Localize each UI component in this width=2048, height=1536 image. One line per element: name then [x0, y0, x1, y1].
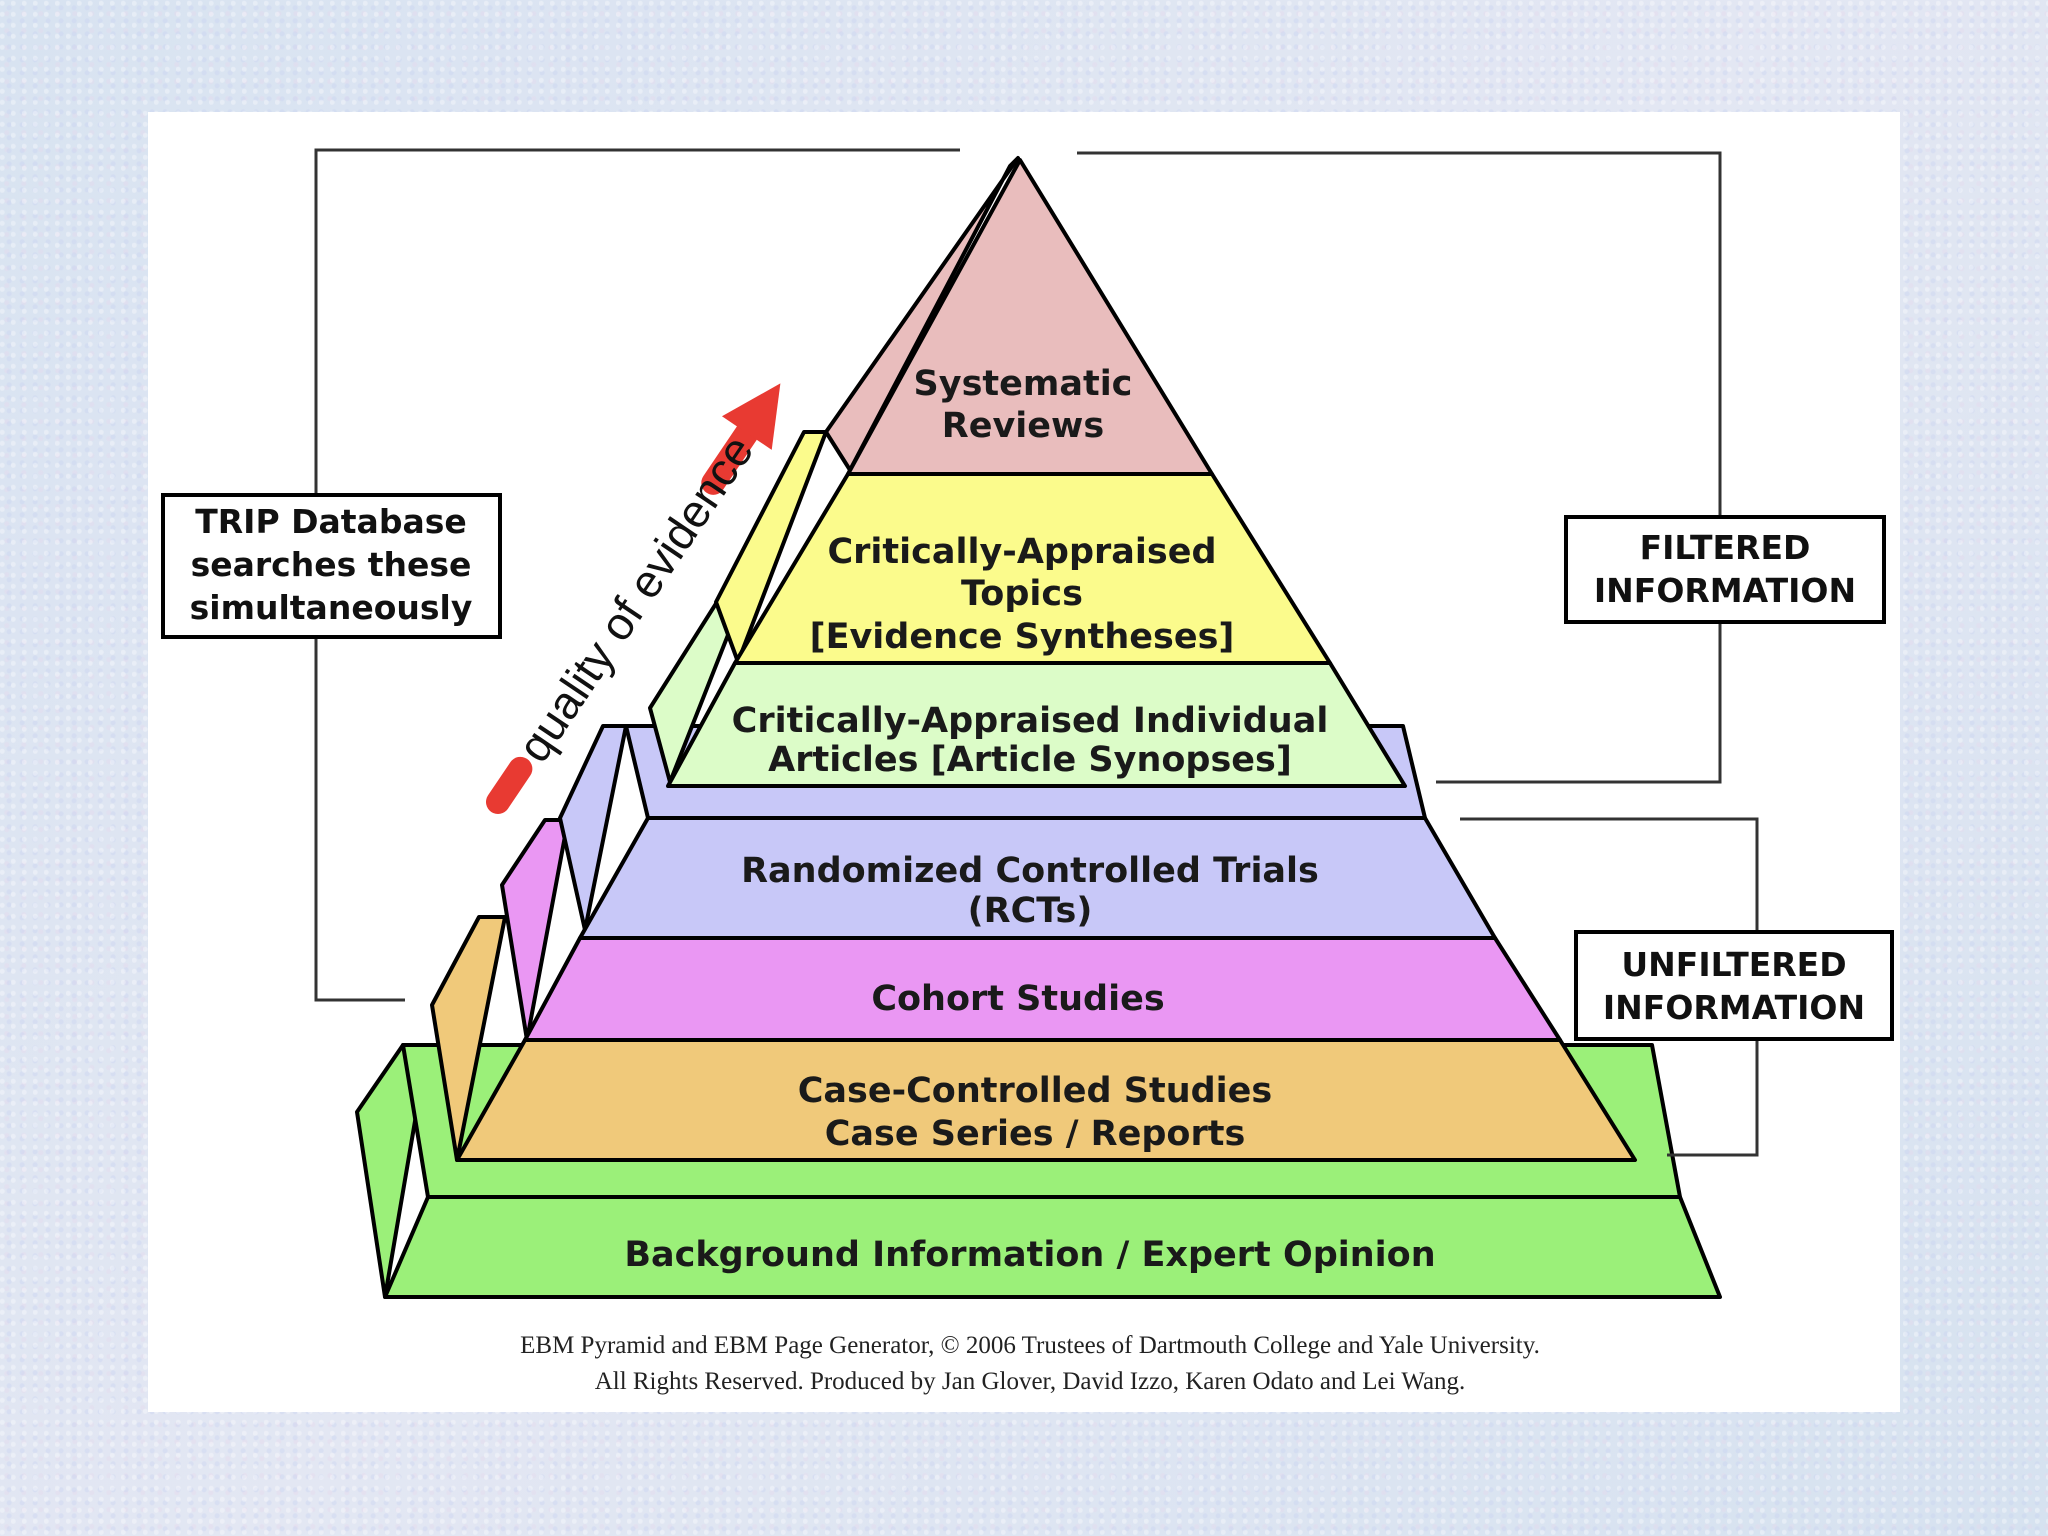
label-articles-1: Critically-Appraised Individual	[732, 701, 1329, 741]
label-case-2: Case Series / Reports	[825, 1114, 1246, 1154]
label-cohort: Cohort Studies	[871, 979, 1164, 1019]
trip-box-line-2: searches these	[191, 545, 472, 584]
label-systematic-reviews-1: Systematic	[914, 364, 1133, 404]
filtered-box-line-1: FILTERED	[1640, 528, 1811, 567]
label-rct-1: Randomized Controlled Trials	[741, 851, 1319, 891]
trip-database-box: TRIP Database searches these simultaneou…	[161, 493, 502, 639]
trip-box-line-3: simultaneously	[190, 588, 473, 627]
pyramid-front-faces	[383, 158, 1722, 1299]
arrow-head	[721, 383, 781, 450]
label-topics-3: [Evidence Syntheses]	[810, 617, 1235, 657]
unfiltered-box-line-2: INFORMATION	[1603, 988, 1865, 1027]
side-face-case	[430, 915, 507, 1162]
arrow-tail-bar	[486, 756, 533, 814]
filtered-information-box: FILTERED INFORMATION	[1564, 515, 1886, 624]
unfiltered-information-box: UNFILTERED INFORMATION	[1574, 930, 1894, 1041]
side-face-reviews	[824, 156, 1020, 472]
label-articles-2: Articles [Article Synopses]	[768, 740, 1292, 780]
credit-line-1: EBM Pyramid and EBM Page Generator, © 20…	[520, 1332, 1540, 1359]
tier-case-controlled-studies	[455, 1038, 1637, 1162]
filtered-bracket	[1077, 151, 1722, 784]
trip-box-frame	[161, 493, 502, 639]
tier-critically-appraised-articles	[666, 661, 1407, 788]
unfiltered-box-line-1: UNFILTERED	[1621, 945, 1846, 984]
tier-background-information	[383, 1195, 1722, 1299]
trip-box-line-1: TRIP Database	[195, 502, 467, 541]
filtered-box-line-2: INFORMATION	[1594, 571, 1856, 610]
label-topics-1: Critically-Appraised	[827, 532, 1216, 572]
label-case-1: Case-Controlled Studies	[798, 1071, 1273, 1111]
label-systematic-reviews-2: Reviews	[942, 406, 1104, 446]
label-rct-2: (RCTs)	[968, 891, 1093, 931]
filtered-box-frame	[1564, 515, 1886, 624]
arrow-head-shaft	[701, 412, 765, 495]
label-topics-2: Topics	[961, 574, 1083, 614]
tier-labels: Systematic Reviews Critically-Appraised …	[624, 364, 1435, 1275]
label-background: Background Information / Expert Opinion	[624, 1235, 1435, 1275]
credit-line-2: All Rights Reserved. Produced by Jan Glo…	[595, 1368, 1466, 1395]
unfiltered-box-frame	[1574, 930, 1894, 1041]
